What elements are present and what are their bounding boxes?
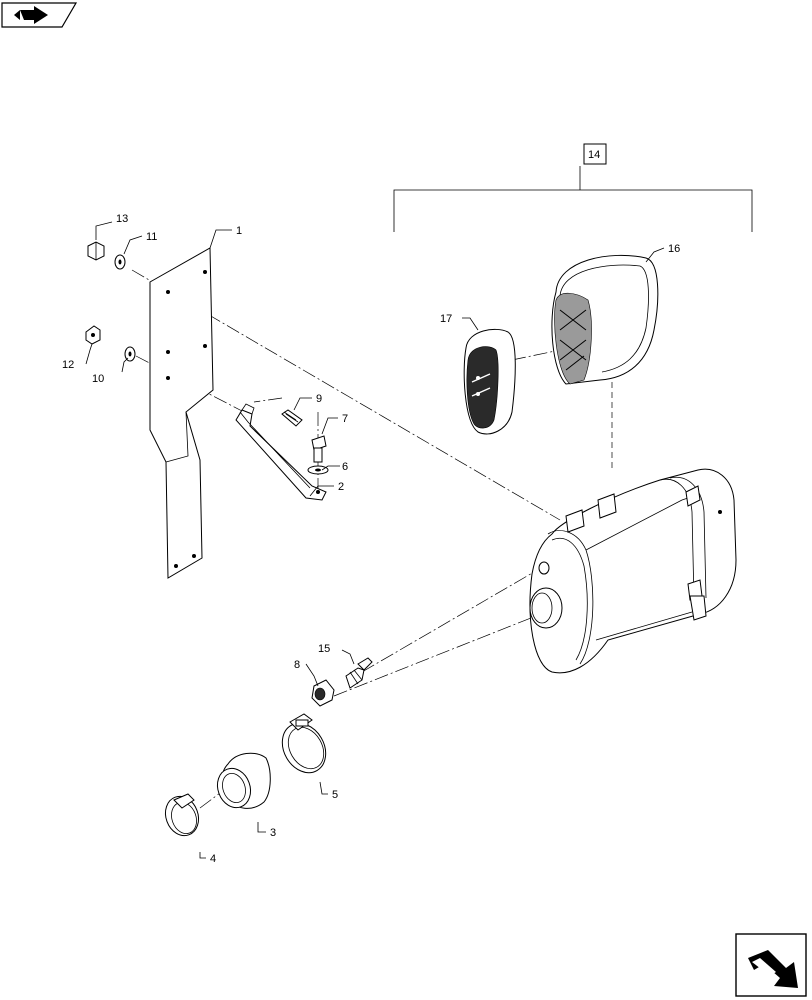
fitting-15	[345, 657, 373, 689]
callout-1: 1	[236, 225, 242, 237]
callout-11: 11	[146, 231, 157, 243]
hose-3	[216, 752, 271, 809]
callout-13: 13	[116, 213, 128, 225]
bolt-13	[87, 241, 105, 261]
washer-11	[114, 254, 126, 270]
callout-4: 4	[210, 853, 216, 865]
callout-7: 7	[342, 413, 348, 425]
callout-8: 8	[294, 659, 300, 671]
callout-17: 17	[440, 313, 452, 325]
callout-6: 6	[342, 461, 348, 473]
previous-page-arrow-icon[interactable]	[1, 2, 78, 28]
support-strap	[235, 403, 327, 501]
callout-12: 12	[62, 359, 74, 371]
next-page-arrow-icon[interactable]	[735, 933, 807, 997]
callout-9: 9	[316, 393, 322, 405]
air-cleaner-housing	[529, 468, 737, 674]
callout-16: 16	[668, 243, 680, 255]
primary-filter-element	[551, 254, 659, 385]
mounting-bracket-plate	[149, 247, 214, 579]
bolt-9	[281, 409, 303, 427]
service-indicator-8	[311, 679, 335, 707]
safety-filter-element	[463, 328, 516, 435]
nut-12	[85, 325, 101, 345]
washer-10	[124, 346, 136, 362]
hose-clamp-4	[164, 793, 200, 837]
bolt-7	[311, 435, 327, 463]
callout-3: 3	[270, 827, 276, 839]
callout-15: 15	[318, 643, 330, 655]
callout-14: 14	[588, 149, 600, 161]
kit-14-bracket	[393, 143, 753, 232]
hose-clamp-5	[281, 713, 327, 774]
washer-6	[307, 465, 329, 475]
callout-2: 2	[338, 481, 344, 493]
callout-10: 10	[92, 373, 104, 385]
callout-5: 5	[332, 789, 338, 801]
